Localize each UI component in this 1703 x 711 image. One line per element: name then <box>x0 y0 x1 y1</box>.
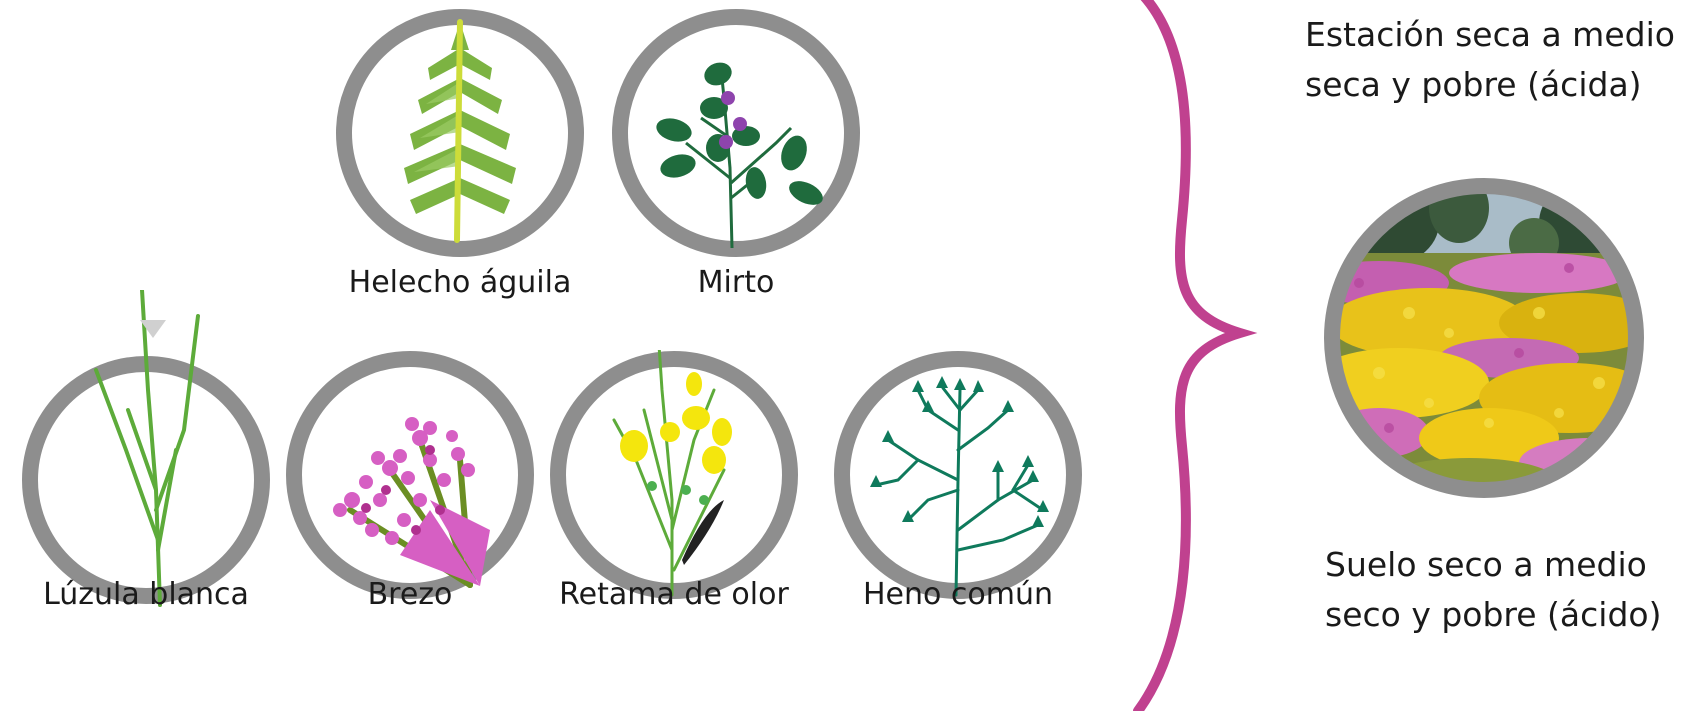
plant-label: Heno común <box>828 577 1088 612</box>
plant-brezo: Brezo <box>280 350 540 660</box>
myrtle-icon <box>606 8 866 258</box>
heather-icon <box>280 350 540 600</box>
plant-helecho-aguila: Helecho águila <box>330 8 590 308</box>
plant-retama-de-olor: Retama de olor <box>544 350 804 660</box>
station-caption-line: Estación seca a medio <box>1305 10 1675 60</box>
plant-label: Retama de olor <box>544 577 804 612</box>
heathland-photo <box>1319 173 1649 503</box>
soil-caption-line: seco y pobre (ácido) <box>1325 590 1661 640</box>
plant-label: Mirto <box>606 265 866 300</box>
plant-label: Lúzula blanca <box>16 577 276 612</box>
plant-ring <box>558 359 790 591</box>
white-woodrush-icon <box>16 290 276 610</box>
bracken-fern-icon <box>330 8 590 258</box>
curly-brace <box>1110 0 1260 711</box>
plant-label: Helecho águila <box>330 265 590 300</box>
soil-caption-line: Suelo seco a medio <box>1325 540 1661 590</box>
plant-label: Brezo <box>280 577 540 612</box>
plant-heno-comun: Heno común <box>828 350 1088 660</box>
plant-ring <box>30 364 262 596</box>
broom-icon <box>544 350 804 600</box>
plant-luzula-blanca: Lúzula blanca <box>16 290 276 660</box>
soil-caption: Suelo seco a medio seco y pobre (ácido) <box>1325 540 1661 640</box>
station-caption: Estación seca a medio seca y pobre (ácid… <box>1305 10 1675 110</box>
common-bent-grass-icon <box>828 350 1088 600</box>
station-caption-line: seca y pobre (ácida) <box>1305 60 1675 110</box>
plant-mirto: Mirto <box>606 8 866 308</box>
